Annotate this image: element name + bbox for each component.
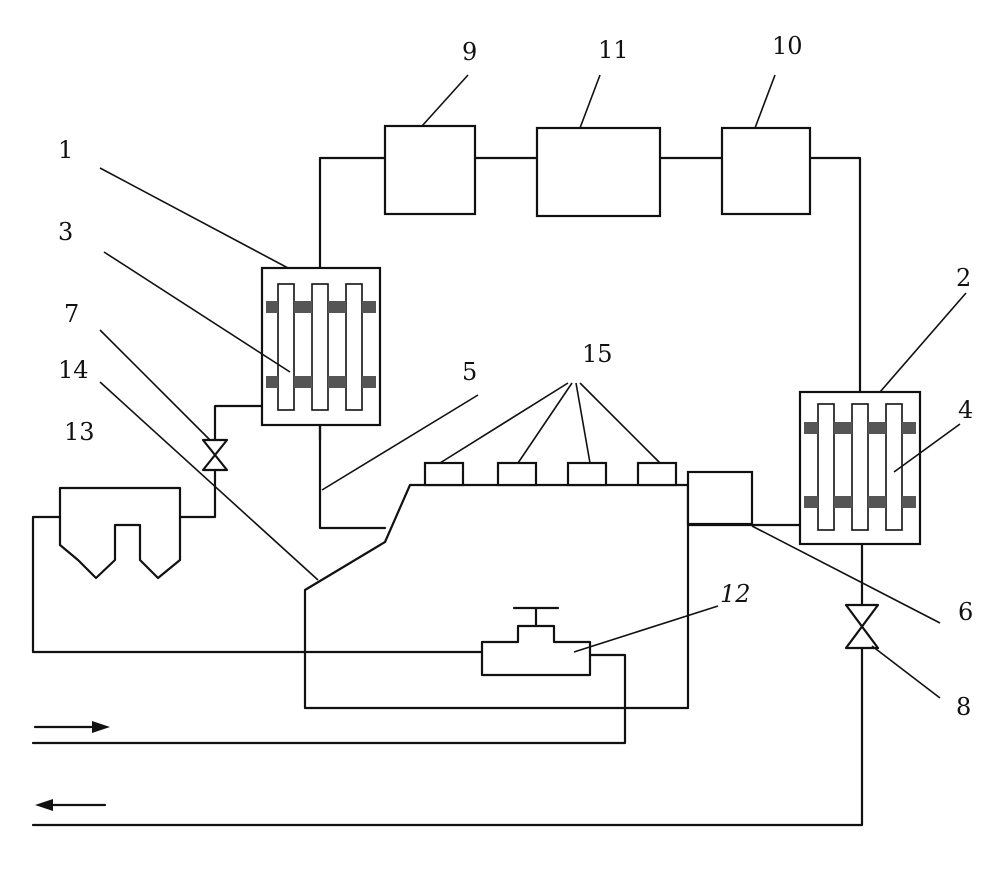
leader-7 xyxy=(99,329,211,441)
label-13: 13 xyxy=(64,418,95,446)
heat-exchanger-2 xyxy=(798,390,922,546)
leader-8 xyxy=(871,645,941,699)
leader-10 xyxy=(754,74,776,129)
leader-15a xyxy=(439,382,569,464)
leader-11 xyxy=(579,74,601,129)
pump-12-stem xyxy=(512,606,560,628)
leader-5 xyxy=(321,394,479,491)
unit-10-box xyxy=(720,126,812,216)
unit-11-box xyxy=(535,126,662,218)
pipe-valve7-to-13 xyxy=(178,468,217,519)
pipe-5 xyxy=(318,423,387,530)
label-3: 3 xyxy=(58,218,73,246)
label-14: 14 xyxy=(58,356,89,384)
leader-9 xyxy=(421,74,469,127)
leader-12 xyxy=(573,605,719,653)
label-1: 1 xyxy=(58,136,73,164)
pump-12 xyxy=(480,624,592,677)
bottom-return-pipe xyxy=(31,646,864,827)
left-return-pipe xyxy=(31,515,484,654)
label-15: 15 xyxy=(582,340,613,368)
valve-8 xyxy=(844,603,880,650)
flow-arrow-out-head xyxy=(35,799,53,811)
heat-exchanger-1 xyxy=(260,266,382,427)
flow-arrow-in-head xyxy=(92,721,110,733)
nozzle-15d xyxy=(636,461,678,487)
label-2: 2 xyxy=(956,264,971,292)
label-4: 4 xyxy=(958,396,973,424)
label-5: 5 xyxy=(462,358,477,386)
leader-15d xyxy=(579,382,661,464)
leader-14 xyxy=(99,381,319,581)
leader-4 xyxy=(893,423,961,473)
label-6: 6 xyxy=(958,598,973,626)
pipe-to-valve-7 xyxy=(213,404,264,442)
leader-2 xyxy=(879,292,967,393)
leader-1 xyxy=(99,167,289,269)
label-10: 10 xyxy=(772,32,803,60)
pump-outlet-pipe xyxy=(31,653,627,745)
label-7: 7 xyxy=(64,300,79,328)
leader-6 xyxy=(751,525,941,624)
unit-9-box xyxy=(383,124,477,216)
label-11: 11 xyxy=(598,36,629,64)
valve-7 xyxy=(201,438,229,472)
label-12: 12 xyxy=(720,580,751,608)
leader-15b xyxy=(517,382,573,464)
leader-3 xyxy=(103,251,291,373)
top-loop-pipe xyxy=(318,156,862,442)
nozzle-15a xyxy=(423,461,465,487)
label-9: 9 xyxy=(462,38,477,66)
nozzle-15c xyxy=(566,461,608,487)
unit-13 xyxy=(58,486,182,580)
leader-15c xyxy=(575,382,591,464)
tank-extension xyxy=(686,470,754,526)
label-8: 8 xyxy=(956,693,971,721)
nozzle-15b xyxy=(496,461,538,487)
